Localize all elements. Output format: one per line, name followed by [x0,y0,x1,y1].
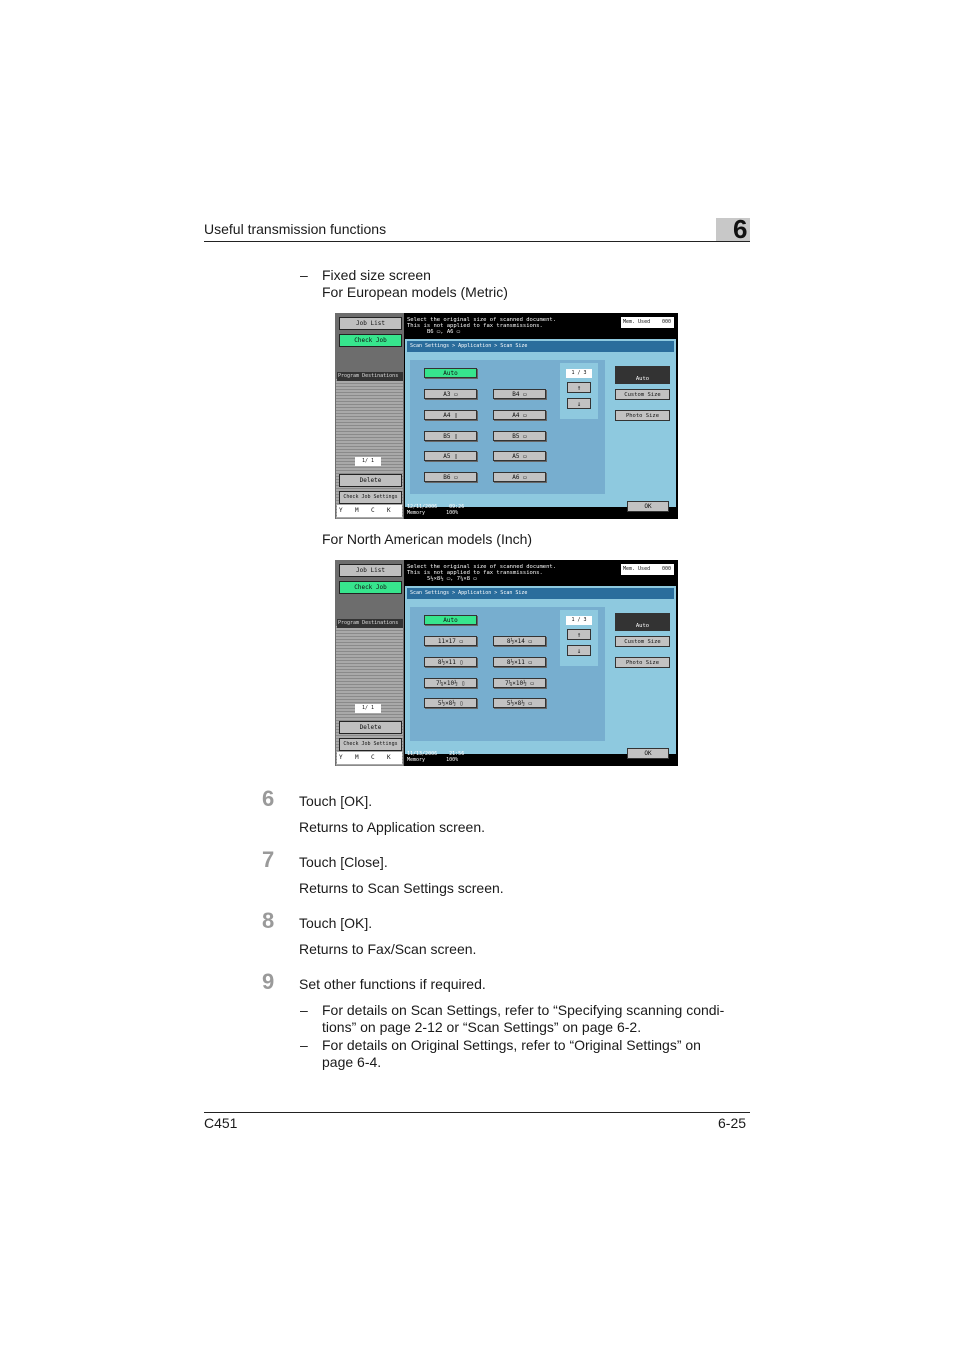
inch-screen-capture: Job List Check Job Program Destinations … [335,560,678,766]
check-job-button[interactable]: Check Job [339,334,402,347]
size-button[interactable]: A4 ▯ [424,410,477,420]
size-button[interactable]: B6 ▭ [424,472,477,482]
toner-m: M [355,754,359,761]
breadcrumb: Scan Settings > Application > Scan Size [407,588,674,599]
left-pager: 1/ 1 [355,457,381,466]
size-button[interactable]: A6 ▭ [493,472,546,482]
step-result: Returns to Scan Settings screen. [299,880,504,896]
footer-rule [204,1112,750,1113]
step-number: 9 [262,969,275,994]
step-number: 7 [262,847,275,872]
auto-size-button[interactable]: Auto [424,615,477,625]
auto-button[interactable]: Auto [615,366,670,384]
detail-line: For details on Scan Settings, refer to “… [322,1002,725,1018]
detail-line: page 6-4. [322,1054,382,1070]
size-button[interactable]: A5 ▯ [424,451,477,461]
page-nav: 1 / 3 ↑ ↓ [560,363,598,419]
toner-y: Y [339,507,343,514]
scan-size-panel: Scan Settings > Application > Scan Size … [405,586,676,754]
size-button[interactable]: 11×17 ▭ [424,636,477,646]
fixed-size-title: Fixed size screen [322,267,431,283]
header-rule [204,241,750,242]
ok-button[interactable]: OK [627,748,669,759]
size-button[interactable]: 5½×8½ ▯ [424,698,477,708]
breadcrumb: Scan Settings > Application > Scan Size [407,341,674,352]
auto-button[interactable]: Auto [615,613,670,631]
inch-caption: For North American models (Inch) [322,531,533,547]
page-indicator: 1 / 3 [566,369,592,378]
ok-button[interactable]: OK [627,501,669,512]
step-text: Touch [OK]. [299,915,373,931]
toner-k: K [387,507,391,514]
metric-screen-capture: Job List Check Job Program Destinations … [335,313,678,519]
delete-button[interactable]: Delete [339,474,402,487]
check-job-settings-button[interactable]: Check Job Settings [339,491,402,504]
page-indicator: 1 / 3 [566,616,592,625]
status-bar: 11/13/2006 21:56 Memory 100% [407,751,465,763]
delete-button[interactable]: Delete [339,721,402,734]
check-job-button[interactable]: Check Job [339,581,402,594]
arrow-up-icon[interactable]: ↑ [567,382,591,393]
step-number: 8 [262,908,275,933]
program-destinations-label: Program Destinations [337,372,403,381]
footer-page-number: 6-25 [718,1115,747,1131]
size-button[interactable]: 5½×8½ ▭ [493,698,546,708]
arrow-down-icon[interactable]: ↓ [567,398,591,409]
detail-line: For details on Original Settings, refer … [322,1037,701,1053]
size-button[interactable]: A5 ▭ [493,451,546,461]
size-button[interactable]: A3 ▭ [424,389,477,399]
page-nav: 1 / 3 ↑ ↓ [560,610,598,666]
size-button[interactable]: 8½×11 ▭ [493,657,546,667]
program-destinations-label: Program Destinations [337,619,403,628]
step-text: Set other functions if required. [299,976,486,992]
size-button[interactable]: 7¼×10½ ▭ [493,678,546,688]
size-button[interactable]: B5 ▯ [424,431,477,441]
bullet-dash: – [300,1002,308,1018]
step-text: Touch [Close]. [299,854,388,870]
photo-size-button[interactable]: Photo Size [615,657,670,668]
bullet-dash: – [300,267,308,283]
custom-size-button[interactable]: Custom Size [615,389,670,400]
left-pager: 1/ 1 [355,704,381,713]
toner-m: M [355,507,359,514]
job-list-button[interactable]: Job List [339,317,402,330]
step-text: Touch [OK]. [299,793,373,809]
toner-c: C [371,507,375,514]
arrow-up-icon[interactable]: ↑ [567,629,591,640]
memory-indicator: Mem. Used 000 [621,564,674,575]
check-job-settings-button[interactable]: Check Job Settings [339,738,402,751]
auto-size-button[interactable]: Auto [424,368,477,378]
chapter-number: 6 [733,214,748,244]
toner-c: C [371,754,375,761]
toner-k: K [387,754,391,761]
size-button[interactable]: A4 ▭ [493,410,546,420]
bullet-dash: – [300,1037,308,1053]
scan-size-panel: Scan Settings > Application > Scan Size … [405,339,676,507]
job-list-button[interactable]: Job List [339,564,402,577]
step-result: Returns to Application screen. [299,819,485,835]
metric-caption: For European models (Metric) [322,284,508,300]
size-button[interactable]: 7¼×10½ ▯ [424,678,477,688]
photo-size-button[interactable]: Photo Size [615,410,670,421]
size-button[interactable]: 8½×11 ▯ [424,657,477,667]
detail-line: tions” on page 2-12 or “Scan Settings” o… [322,1019,642,1035]
step-result: Returns to Fax/Scan screen. [299,941,477,957]
step-number: 6 [262,786,275,811]
memory-indicator: Mem. Used 000 [621,317,674,328]
message-area: Select the original size of scanned docu… [407,317,557,335]
arrow-down-icon[interactable]: ↓ [567,645,591,656]
status-bar: 12/11/2006 09:26 Memory 100% [407,504,465,516]
toner-y: Y [339,754,343,761]
size-button[interactable]: 8½×14 ▭ [493,636,546,646]
size-button[interactable]: B5 ▭ [493,431,546,441]
custom-size-button[interactable]: Custom Size [615,636,670,647]
size-button[interactable]: B4 ▭ [493,389,546,399]
footer-model: C451 [204,1115,238,1131]
running-header: Useful transmission functions [204,221,387,237]
message-area: Select the original size of scanned docu… [407,564,557,582]
chapter-tab [716,218,750,242]
